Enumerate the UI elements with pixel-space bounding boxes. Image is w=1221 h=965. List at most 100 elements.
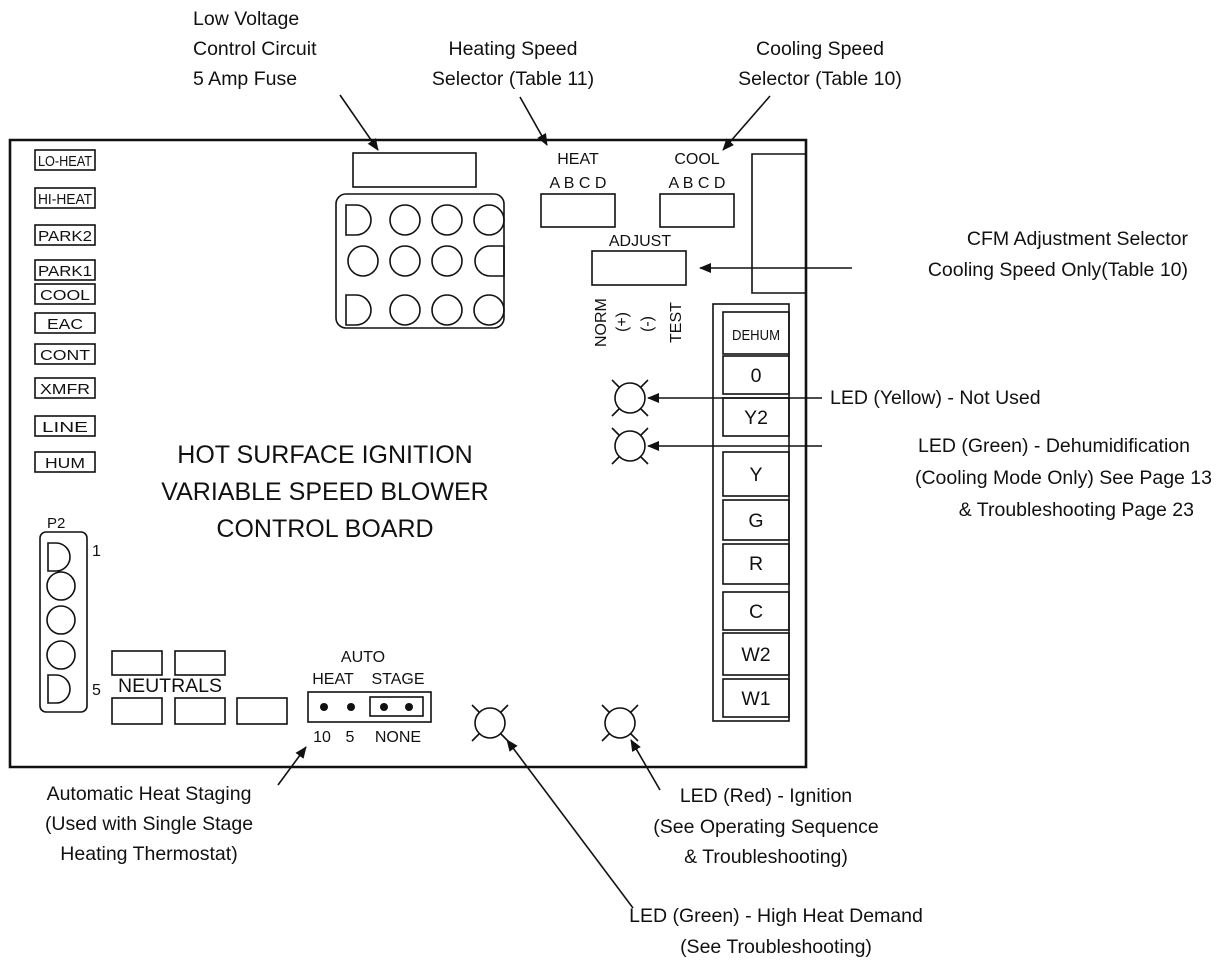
callout-led-red: & Troubleshooting)	[684, 846, 848, 868]
left-terminals: LO-HEAT HI-HEAT PARK2 PARK1 COOL EAC CON…	[34, 149, 96, 473]
callout-led-green-dehum: LED (Green) - Dehumidification	[918, 435, 1190, 457]
terminal-label: LO-HEAT	[38, 153, 92, 170]
terminal-label: XMFR	[40, 381, 90, 398]
neutrals-label: NEUTRALS	[118, 675, 222, 697]
callout-led-red: LED (Red) - Ignition	[680, 785, 852, 807]
p2-pin	[47, 674, 71, 704]
right-connector-block	[751, 153, 806, 294]
leader-fuse	[339, 94, 379, 151]
board-title-line: VARIABLE SPEED BLOWER	[161, 478, 488, 506]
connector-pin	[347, 245, 379, 277]
neutral-terminal	[174, 650, 226, 676]
connector-pin	[389, 245, 421, 277]
heat-selector-letters: A B C D	[550, 175, 607, 192]
callout-auto-heat-staging: Automatic Heat Staging	[47, 783, 252, 805]
led-green-high-heat	[471, 704, 509, 742]
terminal-label: HUM	[45, 455, 85, 472]
terminal-label: CONT	[40, 347, 90, 364]
jumper-pin	[405, 703, 413, 711]
cool-selector-title: COOL	[674, 151, 719, 168]
p2-pin-number: 5	[92, 682, 101, 699]
stage-label: STAGE	[371, 671, 424, 688]
terminal-dehum: DEHUM	[732, 327, 780, 344]
neutral-terminal	[174, 697, 226, 725]
callout-cfm: Cooling Speed Only(Table 10)	[928, 259, 1188, 281]
terminal-y2: Y2	[744, 407, 768, 429]
leader-auto-heat-staging	[277, 746, 307, 786]
board-title-line: HOT SURFACE IGNITION	[177, 441, 472, 469]
terminal-label: EAC	[47, 316, 83, 333]
led-red-ignition	[601, 704, 639, 742]
neutral-terminal	[111, 650, 163, 676]
connector-pin	[345, 204, 372, 236]
connector-pin	[473, 204, 505, 236]
staging-value: NONE	[375, 729, 421, 746]
p2-pin	[47, 542, 71, 572]
callout-cooling-speed: Cooling Speed	[756, 38, 884, 60]
staging-value: 5	[346, 729, 355, 746]
heat-speed-selector	[540, 193, 616, 228]
callout-led-red: (See Operating Sequence	[653, 816, 879, 838]
terminal-label: LINE	[42, 419, 88, 436]
connector-pin	[389, 294, 421, 326]
connector-pin	[473, 294, 505, 326]
led-yellow	[611, 379, 649, 417]
callout-led-green-dehum: & Troubleshooting Page 23	[959, 499, 1194, 521]
staging-value: 10	[313, 729, 331, 746]
callout-led-green-high: (See Troubleshooting)	[680, 936, 872, 958]
board-title-line: CONTROL BOARD	[216, 515, 433, 543]
p2-pin-number: 1	[92, 543, 101, 560]
leader-led-red	[630, 739, 661, 791]
p2-pin	[46, 605, 76, 635]
adjust-option: TEST	[668, 302, 685, 343]
adjust-option: (+)	[614, 312, 631, 332]
terminal-w1: W1	[741, 688, 770, 710]
leader-cooling-speed	[722, 95, 771, 151]
connector-pin	[431, 245, 463, 277]
p2-pin	[46, 571, 76, 601]
terminal-w2: W2	[741, 644, 770, 666]
fuse-holder	[352, 152, 477, 188]
terminal-r: R	[749, 553, 763, 575]
terminal-g: G	[748, 510, 763, 532]
callout-led-yellow: LED (Yellow) - Not Used	[830, 387, 1041, 409]
cool-speed-selector	[659, 193, 735, 228]
callout-cfm: CFM Adjustment Selector	[967, 228, 1189, 250]
heat-selector-title: HEAT	[557, 151, 599, 168]
callout-fuse: Control Circuit	[193, 38, 317, 60]
auto-label: AUTO	[341, 649, 385, 666]
connector-pin	[345, 294, 372, 326]
jumper-pin	[380, 703, 388, 711]
callout-led-green-high: LED (Green) - High Heat Demand	[629, 905, 923, 927]
connector-pin	[474, 245, 505, 277]
terminal-c: C	[749, 601, 763, 623]
p2-connector	[39, 531, 88, 713]
neutral-terminal	[236, 697, 288, 725]
connector-pin	[389, 204, 421, 236]
callout-led-green-dehum: (Cooling Mode Only) See Page 13	[915, 467, 1212, 489]
neutral-terminal	[111, 697, 163, 725]
terminal-label: PARK2	[38, 228, 92, 245]
jumper-shunt	[369, 696, 424, 717]
callout-fuse: Low Voltage	[193, 8, 299, 30]
cfm-adjust-selector	[591, 250, 687, 286]
adjust-title: ADJUST	[609, 233, 671, 250]
leader-heating-speed	[519, 96, 548, 146]
adjust-option: NORM	[593, 298, 610, 347]
callout-fuse: 5 Amp Fuse	[193, 68, 297, 90]
adjust-option: (-)	[639, 316, 656, 332]
connector-pin	[431, 294, 463, 326]
heat-label: HEAT	[312, 671, 354, 688]
terminal-y: Y	[749, 464, 762, 486]
p2-label: P2	[47, 515, 65, 532]
terminal-0: 0	[751, 365, 762, 387]
terminal-label: PARK1	[38, 263, 92, 280]
terminal-label: COOL	[40, 287, 90, 304]
p2-pin	[46, 640, 76, 670]
leader-led-green-high	[506, 739, 634, 909]
callout-cooling-speed: Selector (Table 10)	[738, 68, 902, 90]
callout-heating-speed: Heating Speed	[448, 38, 577, 60]
cool-selector-letters: A B C D	[669, 175, 726, 192]
callout-auto-heat-staging: (Used with Single Stage	[45, 813, 253, 835]
